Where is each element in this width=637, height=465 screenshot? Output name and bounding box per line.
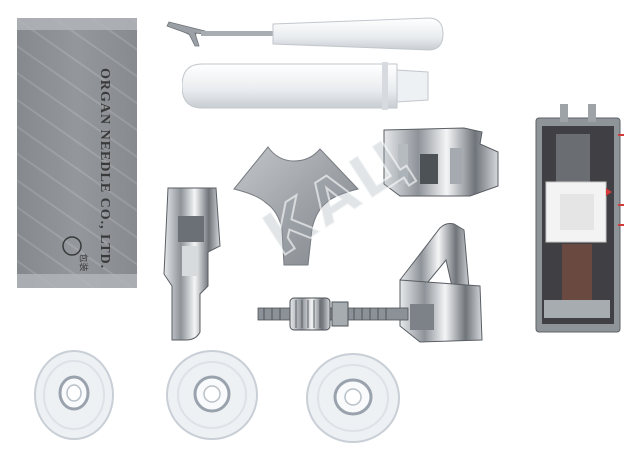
needle-pack-brand-text: ORGAN NEEDLE CO., LTD. bbox=[97, 68, 112, 270]
metal-plate bbox=[230, 145, 360, 270]
seam-ripper bbox=[165, 12, 445, 57]
zipper-presser-foot bbox=[162, 186, 224, 342]
adjustable-presser-foot bbox=[250, 220, 490, 360]
needle-pack: ORGAN NEEDLE CO., LTD. 包装 bbox=[17, 18, 137, 288]
bobbin bbox=[305, 352, 402, 444]
bobbin bbox=[33, 349, 115, 441]
seam-ripper-cap bbox=[182, 60, 432, 112]
needle-pack-sub-text: 包装 bbox=[77, 253, 88, 272]
buttonhole-presser-foot bbox=[532, 104, 627, 336]
bobbin bbox=[165, 349, 260, 441]
zigzag-presser-foot bbox=[380, 124, 505, 204]
